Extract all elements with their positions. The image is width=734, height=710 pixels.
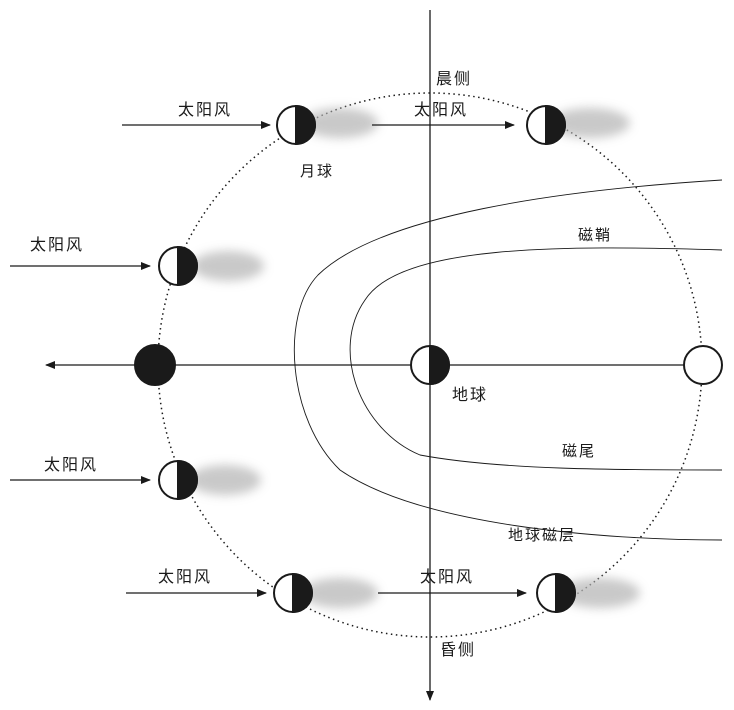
wake-moon-top-left [302, 108, 378, 138]
full-moon [683, 345, 723, 385]
magnetosheath-label: 磁鞘 [578, 226, 612, 244]
dusk-side-label: 昏侧 [440, 640, 476, 659]
wake-moon-left-lower [189, 465, 261, 495]
solar-wind-label: 太阳风 [414, 100, 468, 119]
earth-label: 地球 [452, 385, 488, 404]
solar-wind-label: 太阳风 [420, 567, 474, 586]
wake-moon-top-right [550, 108, 630, 138]
magnetosphere-label: 地球磁层 [508, 526, 576, 544]
moon-label: 月球 [300, 162, 334, 180]
solar-wind-label: 太阳风 [44, 455, 98, 474]
magnetotail-label: 磁尾 [562, 442, 596, 460]
moon-half-lit [276, 104, 316, 146]
new-moon [134, 344, 176, 386]
magnetopause-boundary-inner [349, 247, 723, 471]
dawn-side-label: 晨侧 [436, 69, 472, 88]
magnetosphere-boundaries [293, 179, 723, 541]
solar-wind-label: 太阳风 [30, 235, 84, 254]
moon-half-lit [536, 572, 576, 614]
solar-wind-label: 太阳风 [158, 567, 212, 586]
wake-moon-left-upper [192, 251, 264, 281]
labels: 晨侧 昏侧 地球 月球 磁鞘 磁尾 地球磁层 太阳风 太阳风 太阳风 太阳风 太… [30, 69, 612, 659]
moon-half-lit [526, 104, 566, 146]
moon-half-lit [158, 459, 198, 501]
moon-half-lit [273, 572, 313, 614]
wake-moon-bottom-right [560, 578, 640, 608]
moon-half-lit [158, 245, 198, 287]
moon-phases [134, 104, 723, 614]
lunar-wakes [189, 108, 640, 608]
magnetosheath-boundary-outer [293, 179, 723, 541]
solar-wind-label: 太阳风 [178, 100, 232, 119]
solar-wind-arrows [10, 121, 527, 597]
earth [410, 344, 450, 386]
wake-moon-bottom-left [302, 578, 378, 608]
